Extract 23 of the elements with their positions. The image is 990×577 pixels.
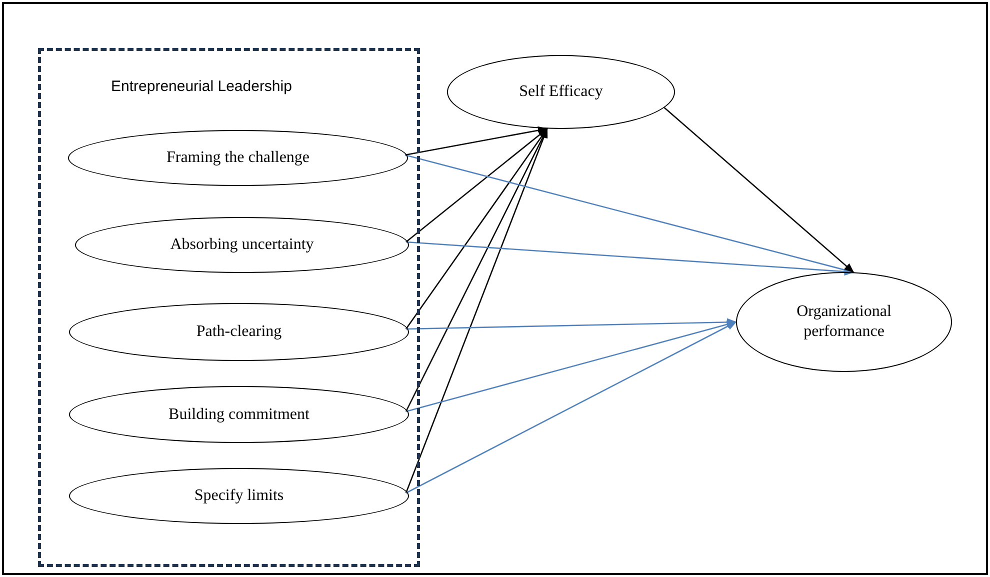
construct-label: Framing the challenge — [166, 148, 310, 168]
construct-label: Building commitment — [168, 404, 310, 424]
construct-ellipse — [75, 217, 409, 273]
arrow — [664, 107, 854, 273]
arrow — [405, 128, 548, 494]
arrow — [406, 318, 737, 330]
arrow — [405, 128, 548, 330]
construct-label: Absorbing uncertainty — [170, 235, 314, 255]
arrow — [406, 320, 737, 412]
arrow — [406, 128, 548, 242]
construct-ellipse — [736, 272, 952, 372]
group-heading: Entrepreneurial Leadership — [111, 77, 292, 97]
dashed-group-box — [38, 48, 420, 567]
construct-ellipse — [69, 468, 409, 524]
construct-ellipse — [69, 386, 409, 443]
arrow — [406, 321, 737, 494]
construct-label: Self Efficacy — [519, 82, 603, 102]
construct-label: Organizational performance — [796, 302, 892, 342]
construct-ellipse — [69, 303, 409, 361]
construct-ellipse — [447, 55, 675, 129]
construct-ellipse — [68, 130, 408, 186]
construct-label: Specify limits — [194, 486, 284, 506]
construct-label: Path-clearing — [196, 322, 282, 342]
